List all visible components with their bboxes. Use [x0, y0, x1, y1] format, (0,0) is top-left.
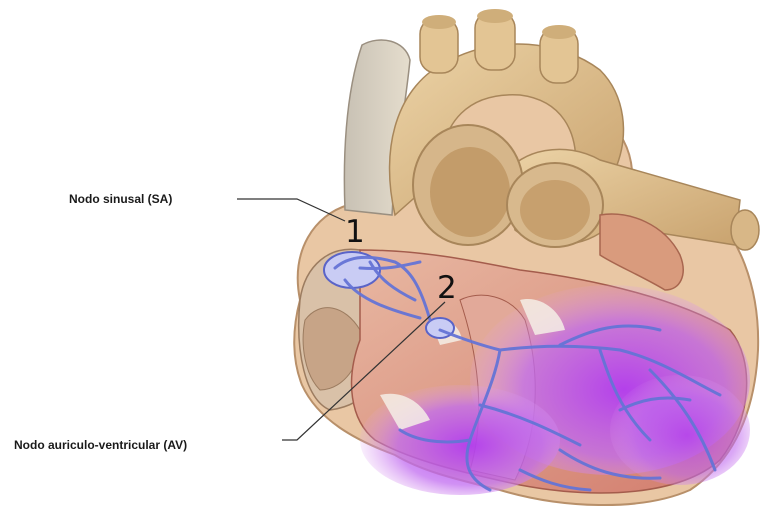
- pulmonary-lumen-inner: [520, 180, 590, 240]
- marker-2: 2: [437, 273, 457, 304]
- activation-apex: [610, 375, 750, 485]
- branch-opening-3: [542, 25, 576, 39]
- av-node-label: Nodo auriculo-ventricular (AV): [14, 438, 187, 452]
- marker-1: 1: [345, 217, 365, 248]
- branch-opening-1: [422, 15, 456, 29]
- aortic-lumen-inner: [430, 147, 510, 237]
- pulmonary-artery-opening: [731, 210, 759, 250]
- branch-opening-2: [477, 9, 513, 23]
- sa-node-label: Nodo sinusal (SA): [69, 192, 172, 206]
